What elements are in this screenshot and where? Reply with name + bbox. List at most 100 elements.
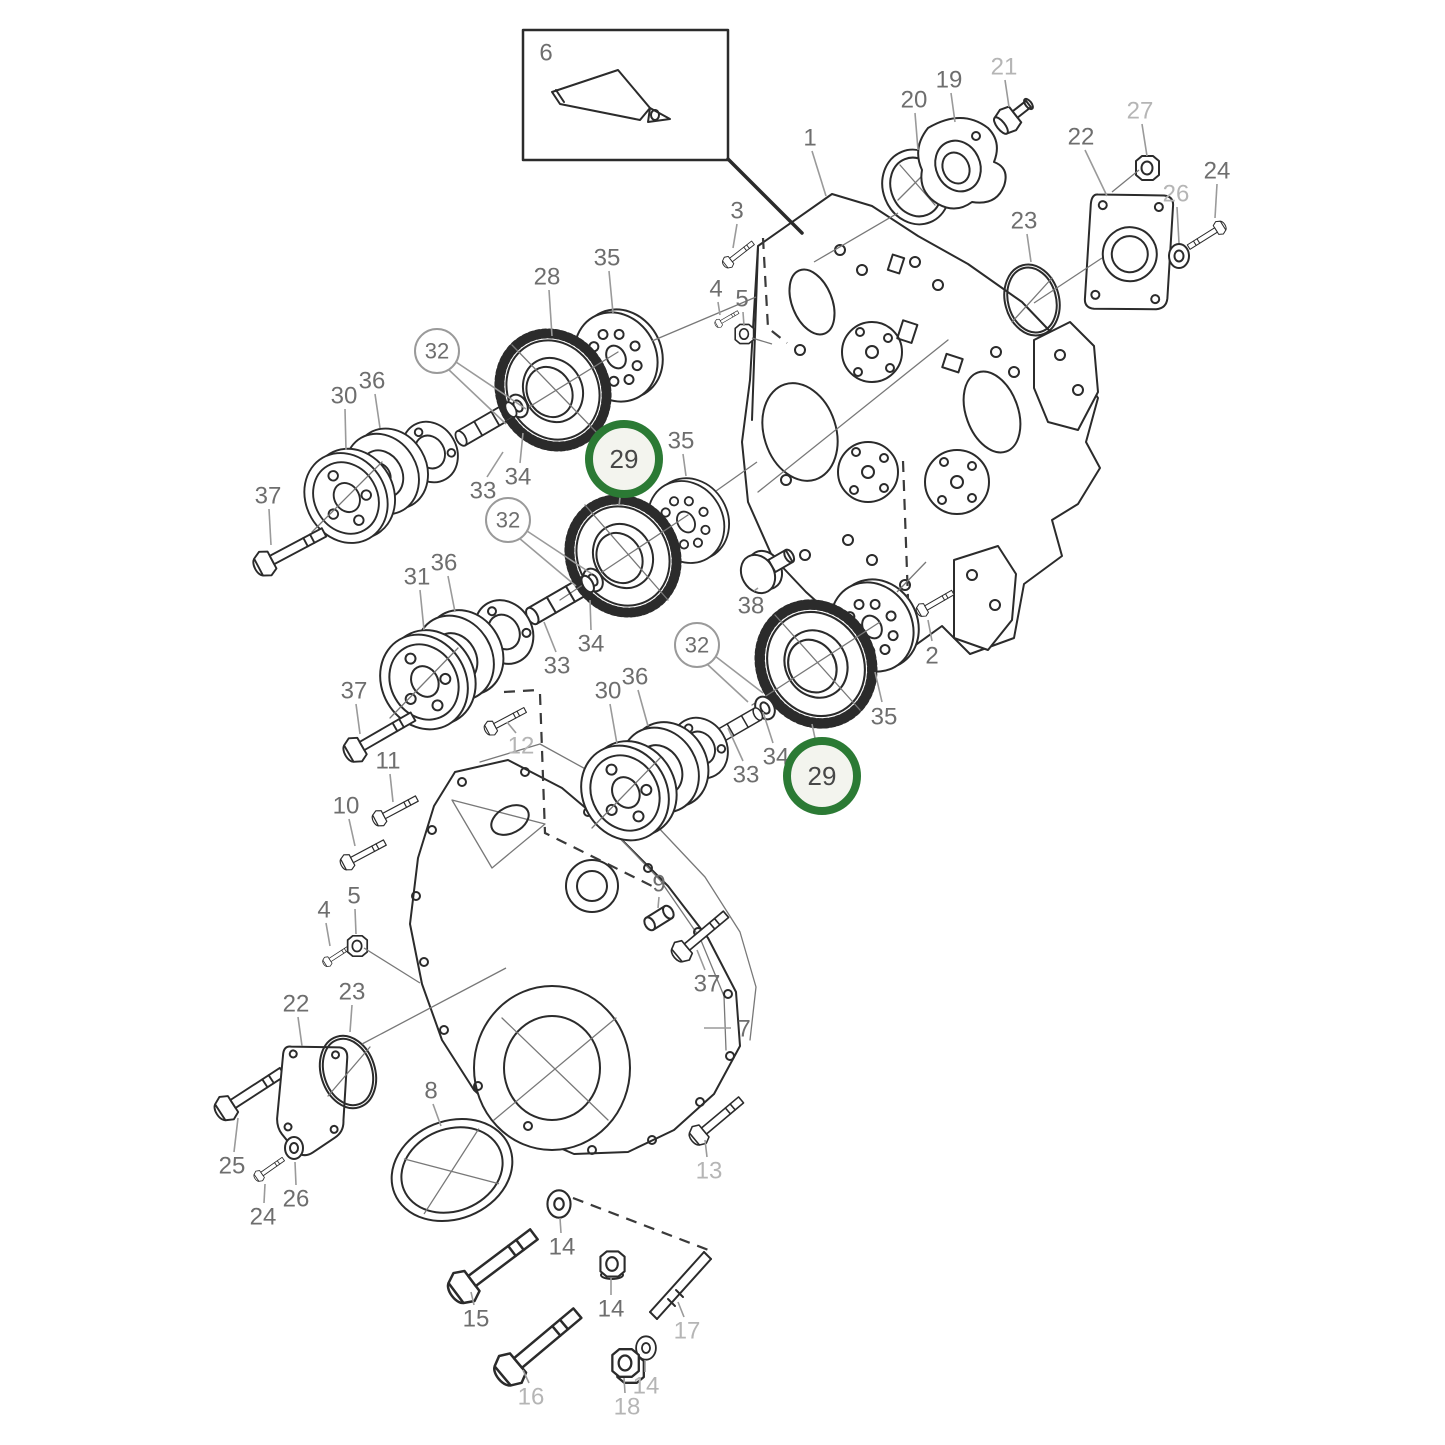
stud-bolt-17 [649, 1251, 712, 1320]
part-label-4: 4 [317, 896, 330, 923]
part-label-32: 32 [496, 508, 520, 533]
part-label-4: 4 [709, 275, 722, 302]
gear-train-middle [337, 463, 745, 768]
reference-lines [361, 169, 1140, 1253]
part-label-31: 31 [404, 563, 431, 590]
leader-line [344, 408, 347, 451]
washer-26-top [1168, 243, 1190, 269]
leader-line [609, 703, 618, 745]
highlighted-part-label-29: 29 [610, 444, 639, 474]
highlighted-part-label-29: 29 [808, 761, 837, 791]
circled-part-label-32 [485, 497, 531, 543]
part-label-37: 37 [341, 677, 368, 704]
leader-line [589, 599, 592, 631]
bolt-24-top [1184, 217, 1230, 254]
leader-line [354, 908, 357, 935]
bolt-16 [486, 1298, 590, 1394]
part-label-5: 5 [735, 285, 748, 312]
bolt-3 [719, 237, 758, 271]
diagram-artwork [208, 28, 1230, 1394]
leader-line [717, 301, 721, 316]
part-label-35: 35 [871, 703, 898, 730]
part-label-22: 22 [1068, 123, 1095, 150]
part-label-18: 18 [614, 1393, 641, 1420]
part-label-36: 36 [359, 367, 386, 394]
leader-line [874, 671, 883, 703]
leader-line [419, 589, 425, 631]
leader-line [657, 896, 660, 909]
leader-line [348, 818, 356, 847]
leader-line [455, 361, 527, 410]
highlight-circle-29[interactable] [783, 737, 861, 815]
part-label-33: 33 [470, 477, 497, 504]
leader-line [706, 663, 749, 703]
o-ring-top [1003, 263, 1061, 337]
leader-line [742, 311, 745, 327]
part-label-37: 37 [694, 970, 721, 997]
part-label-11: 11 [376, 747, 401, 774]
nut-5-top [734, 323, 755, 345]
part-label-35: 35 [594, 244, 621, 271]
bolt-15 [440, 1219, 546, 1312]
leader-line [526, 530, 593, 575]
leader-line [1141, 123, 1148, 157]
timing-case-plate [741, 193, 1101, 657]
leader-line [486, 451, 504, 478]
leader-line [677, 1301, 685, 1318]
part-label-14: 14 [633, 1372, 660, 1399]
part-label-6: 6 [539, 39, 552, 66]
leader-line [522, 1369, 530, 1384]
sealant-tube [551, 69, 671, 123]
leader-line [732, 223, 738, 249]
highlight-circle-29[interactable] [585, 420, 663, 498]
leader-line [714, 655, 764, 694]
part-label-26: 26 [283, 1185, 310, 1212]
leader-line [349, 1004, 353, 1033]
part-label-5: 5 [347, 882, 360, 909]
leader-line [447, 575, 456, 613]
leader-line [263, 1183, 266, 1204]
leader-line [543, 621, 557, 653]
crankshaft-seal-8 [390, 1117, 514, 1223]
inset-leader-line [726, 157, 804, 235]
part-label-27: 27 [1127, 97, 1154, 124]
part-label-24: 24 [1204, 157, 1231, 184]
part-label-36: 36 [431, 549, 458, 576]
water-pump-cover-plate [1083, 193, 1175, 311]
leader-line [1026, 233, 1032, 263]
part-label-36: 36 [622, 663, 649, 690]
leader-line [374, 393, 381, 429]
leader-line [1084, 149, 1108, 197]
bolt-24-lower [251, 1153, 288, 1185]
leader-line [637, 689, 649, 727]
part-label-1: 1 [803, 124, 816, 151]
part-label-10: 10 [333, 792, 360, 819]
part-label-14: 14 [549, 1233, 576, 1260]
part-label-23: 23 [1011, 207, 1038, 234]
part-label-24: 24 [250, 1203, 277, 1230]
part-label-13: 13 [696, 1157, 723, 1184]
part-label-38: 38 [738, 592, 765, 619]
leader-line [608, 270, 614, 314]
inset-box [521, 28, 804, 235]
part-label-34: 34 [578, 630, 605, 657]
part-label-23: 23 [339, 978, 366, 1005]
leader-line [623, 1377, 626, 1394]
leader-line [1176, 206, 1180, 244]
leader-line [355, 703, 361, 735]
part-label-35: 35 [668, 427, 695, 454]
leader-line [325, 922, 331, 947]
washer-26-lower [284, 1136, 304, 1160]
leader-line [389, 773, 394, 803]
part-label-30: 30 [331, 382, 358, 409]
leader-line [470, 1291, 475, 1306]
nut-27 [1135, 155, 1160, 181]
part-label-9: 9 [652, 870, 665, 897]
bolt-10 [336, 834, 390, 874]
cover-plate-22-lower [276, 1045, 349, 1157]
nut-14 [599, 1250, 626, 1280]
leader-line [548, 289, 553, 337]
timing-cover-assembly [409, 743, 757, 1155]
